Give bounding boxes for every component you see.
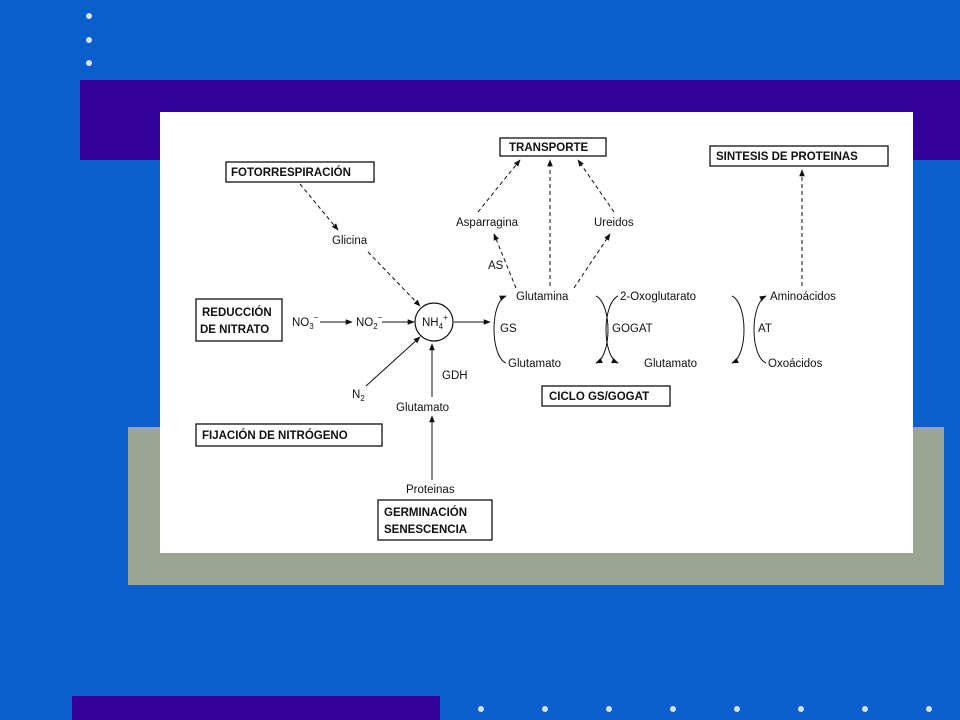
decor-dot bbox=[798, 706, 804, 712]
gogat-label: GOGAT bbox=[612, 323, 653, 335]
gdh-label: GDH bbox=[442, 370, 468, 382]
arrow-ureidos-transporte bbox=[577, 159, 615, 213]
oxoglutarato-label: 2-Oxoglutarato bbox=[620, 291, 696, 303]
gs-label: GS bbox=[500, 323, 517, 335]
transporte-label: TRANSPORTE bbox=[509, 142, 589, 154]
glutamato-bottom-label: Glutamato bbox=[396, 402, 449, 414]
sintesis-label: SINTESIS DE PROTEINAS bbox=[716, 151, 858, 163]
as-label: AS bbox=[488, 260, 504, 272]
decor-dot bbox=[478, 706, 484, 712]
decor-dot bbox=[926, 706, 932, 712]
glutamato-left-label: Glutamato bbox=[508, 358, 561, 370]
box-ciclo-gs-gogat bbox=[541, 385, 671, 407]
proteinas-label: Proteinas bbox=[406, 484, 455, 496]
arrow-glutamina-asparragina bbox=[493, 233, 517, 289]
bottom-band bbox=[72, 696, 440, 720]
box-reduccion-nitrato bbox=[195, 298, 283, 342]
box-fijacion-nitrogeno bbox=[195, 423, 383, 447]
reduccion-label-1: REDUCCIÓN bbox=[202, 306, 272, 319]
fotorrespiracion-label: FOTORRESPIRACIÓN bbox=[231, 166, 351, 179]
arrow-fotorresp-glicina bbox=[299, 183, 339, 231]
decor-dot bbox=[86, 13, 92, 19]
at-label: AT bbox=[758, 323, 772, 335]
nh4-label: NH4+ bbox=[422, 313, 448, 331]
no3-label: NO3− bbox=[292, 313, 319, 331]
decor-dot bbox=[542, 706, 548, 712]
at-curve-left bbox=[731, 295, 745, 364]
glicina-label: Glicina bbox=[332, 235, 368, 247]
asparragina-label: Asparragina bbox=[456, 217, 519, 229]
box-sintesis-proteinas bbox=[709, 145, 889, 167]
glutamina-label: Glutamina bbox=[516, 291, 569, 303]
gs-cycle-curve bbox=[493, 295, 507, 364]
nh4-node bbox=[414, 302, 454, 342]
decor-dot bbox=[86, 37, 92, 43]
box-transporte bbox=[499, 137, 607, 157]
no2-label: NO2− bbox=[356, 313, 383, 331]
glutamato-mid-label: Glutamato bbox=[644, 358, 697, 370]
germinacion-label-1: GERMINACIÓN bbox=[384, 506, 467, 519]
oxoacidos-label: Oxoácidos bbox=[768, 358, 823, 370]
gogat-curve-right bbox=[605, 295, 619, 364]
box-germinacion-senescencia bbox=[377, 499, 493, 541]
arrow-n2-nh4 bbox=[365, 336, 421, 387]
decor-dot bbox=[862, 706, 868, 712]
fijacion-label: FIJACIÓN DE NITRÓGENO bbox=[202, 429, 348, 442]
box-fotorrespiracion bbox=[225, 161, 375, 183]
nitrogen-metabolism-diagram: FOTORRESPIRACIÓN TRANSPORTE SINTESIS DE … bbox=[160, 112, 913, 553]
ureidos-label: Ureidos bbox=[594, 217, 634, 229]
gogat-curve-left bbox=[595, 295, 609, 364]
decor-dot bbox=[734, 706, 740, 712]
decor-dot bbox=[670, 706, 676, 712]
germinacion-label-2: SENESCENCIA bbox=[384, 524, 467, 536]
ciclo-label: CICLO GS/GOGAT bbox=[549, 391, 649, 403]
n2-label: N2 bbox=[352, 389, 365, 403]
arrow-glutamina-ureidos bbox=[573, 233, 611, 289]
decor-dot bbox=[606, 706, 612, 712]
arrow-glicina-nh4 bbox=[367, 251, 421, 307]
aminoacidos-label: Aminoácidos bbox=[770, 291, 836, 303]
reduccion-label-2: DE NITRATO bbox=[200, 324, 269, 336]
at-curve-right bbox=[753, 295, 767, 364]
decor-dot bbox=[86, 60, 92, 66]
diagram-svg: FOTORRESPIRACIÓN TRANSPORTE SINTESIS DE … bbox=[195, 137, 889, 541]
arrow-asparragina-transporte bbox=[477, 159, 521, 213]
